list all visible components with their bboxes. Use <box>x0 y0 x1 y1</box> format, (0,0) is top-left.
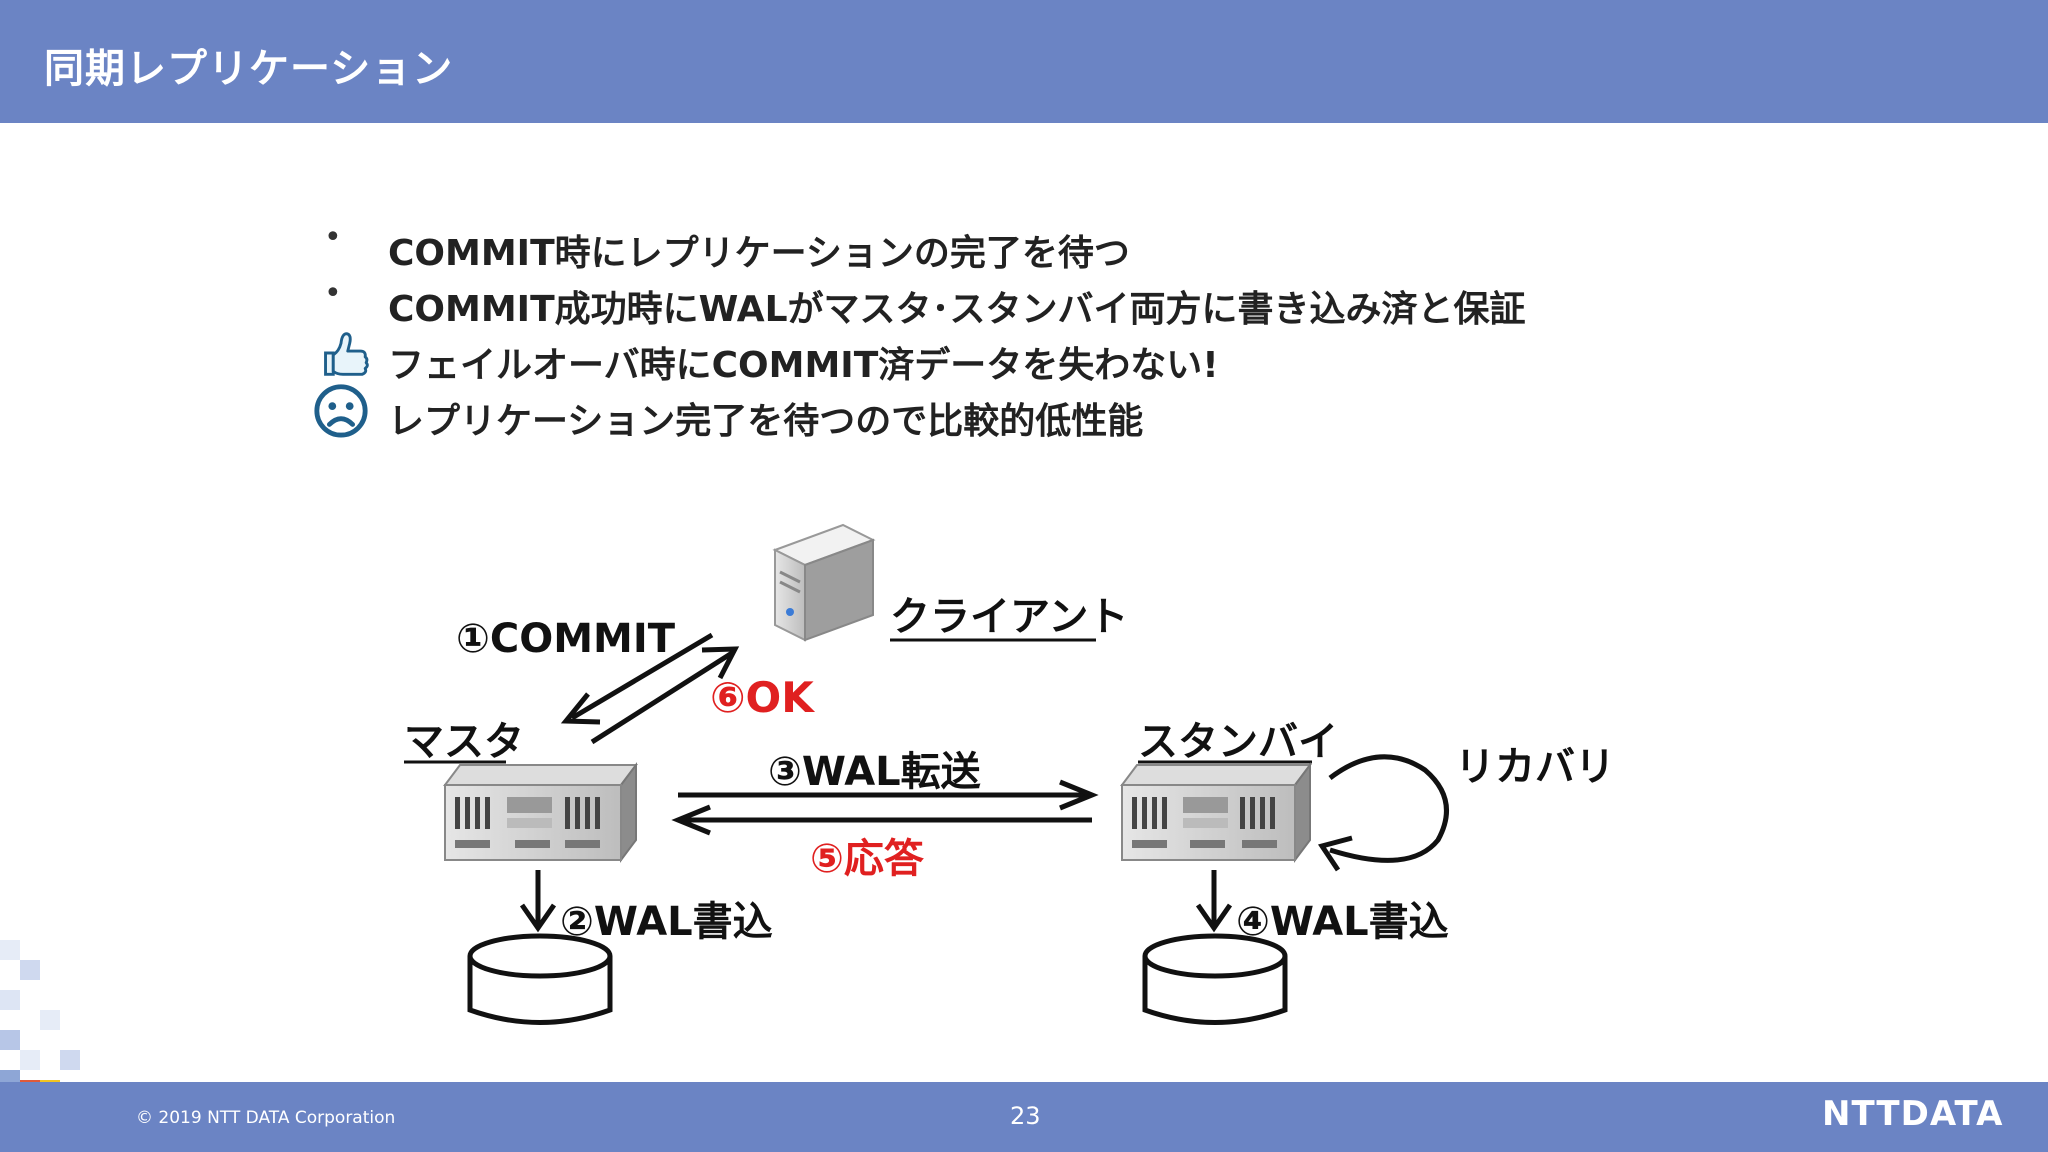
standby-server-icon <box>1120 762 1312 863</box>
wal-transfer-arrow <box>678 779 1099 811</box>
step2-label: ②WAL書込 <box>560 899 773 945</box>
master-label: マスタ <box>404 719 524 765</box>
recovery-label: リカバリ <box>1455 744 1615 790</box>
copyright-text: © 2019 NTT DATA Corporation <box>136 1108 396 1128</box>
bullet-text: フェイルオーバ時にCOMMIT済データを失わない! <box>388 345 1219 386</box>
response-arrow <box>671 804 1092 836</box>
company-logo: NTTDATA <box>1822 1094 2004 1134</box>
page-number: 23 <box>1010 1102 1041 1130</box>
bullet-text: レプリケーション完了を待つので比較的低性能 <box>388 401 1144 442</box>
step1-label: ①COMMIT <box>456 616 676 662</box>
bullet-text: COMMIT時にレプリケーションの完了を待つ <box>388 233 1130 274</box>
client-label: クライアント <box>890 594 1128 640</box>
bullet-text: COMMIT成功時にWALがマスタ･スタンバイ両方に書き込み済と保証 <box>388 289 1526 330</box>
step5-label: ⑤応答 <box>810 836 925 882</box>
sad-face-icon <box>314 384 368 438</box>
standby-label: スタンバイ <box>1138 719 1338 765</box>
master-wal-write-arrow <box>519 870 557 933</box>
slide-title: 同期レプリケーション <box>44 46 454 92</box>
slide-header: 同期レプリケーション <box>0 0 2048 123</box>
master-server-icon <box>443 762 638 863</box>
bullet-dot-icon: • <box>324 276 342 311</box>
master-disk-icon <box>467 933 613 1025</box>
client-computer-icon <box>772 523 876 642</box>
bullet-dot-icon: • <box>324 220 342 255</box>
step3-label: ③WAL転送 <box>768 749 981 795</box>
commit-arrow <box>560 632 714 725</box>
step6-label: ⑥OK <box>710 673 815 722</box>
standby-disk-icon <box>1142 933 1288 1025</box>
recovery-loop-arrow <box>1317 754 1449 872</box>
slide-footer: © 2019 NTT DATA Corporation 23 NTTDATA <box>0 1082 2048 1152</box>
step4-label: ④WAL書込 <box>1236 899 1449 945</box>
thumbs-up-icon <box>324 332 369 376</box>
ok-arrow <box>590 646 740 745</box>
standby-wal-write-arrow <box>1195 870 1233 933</box>
